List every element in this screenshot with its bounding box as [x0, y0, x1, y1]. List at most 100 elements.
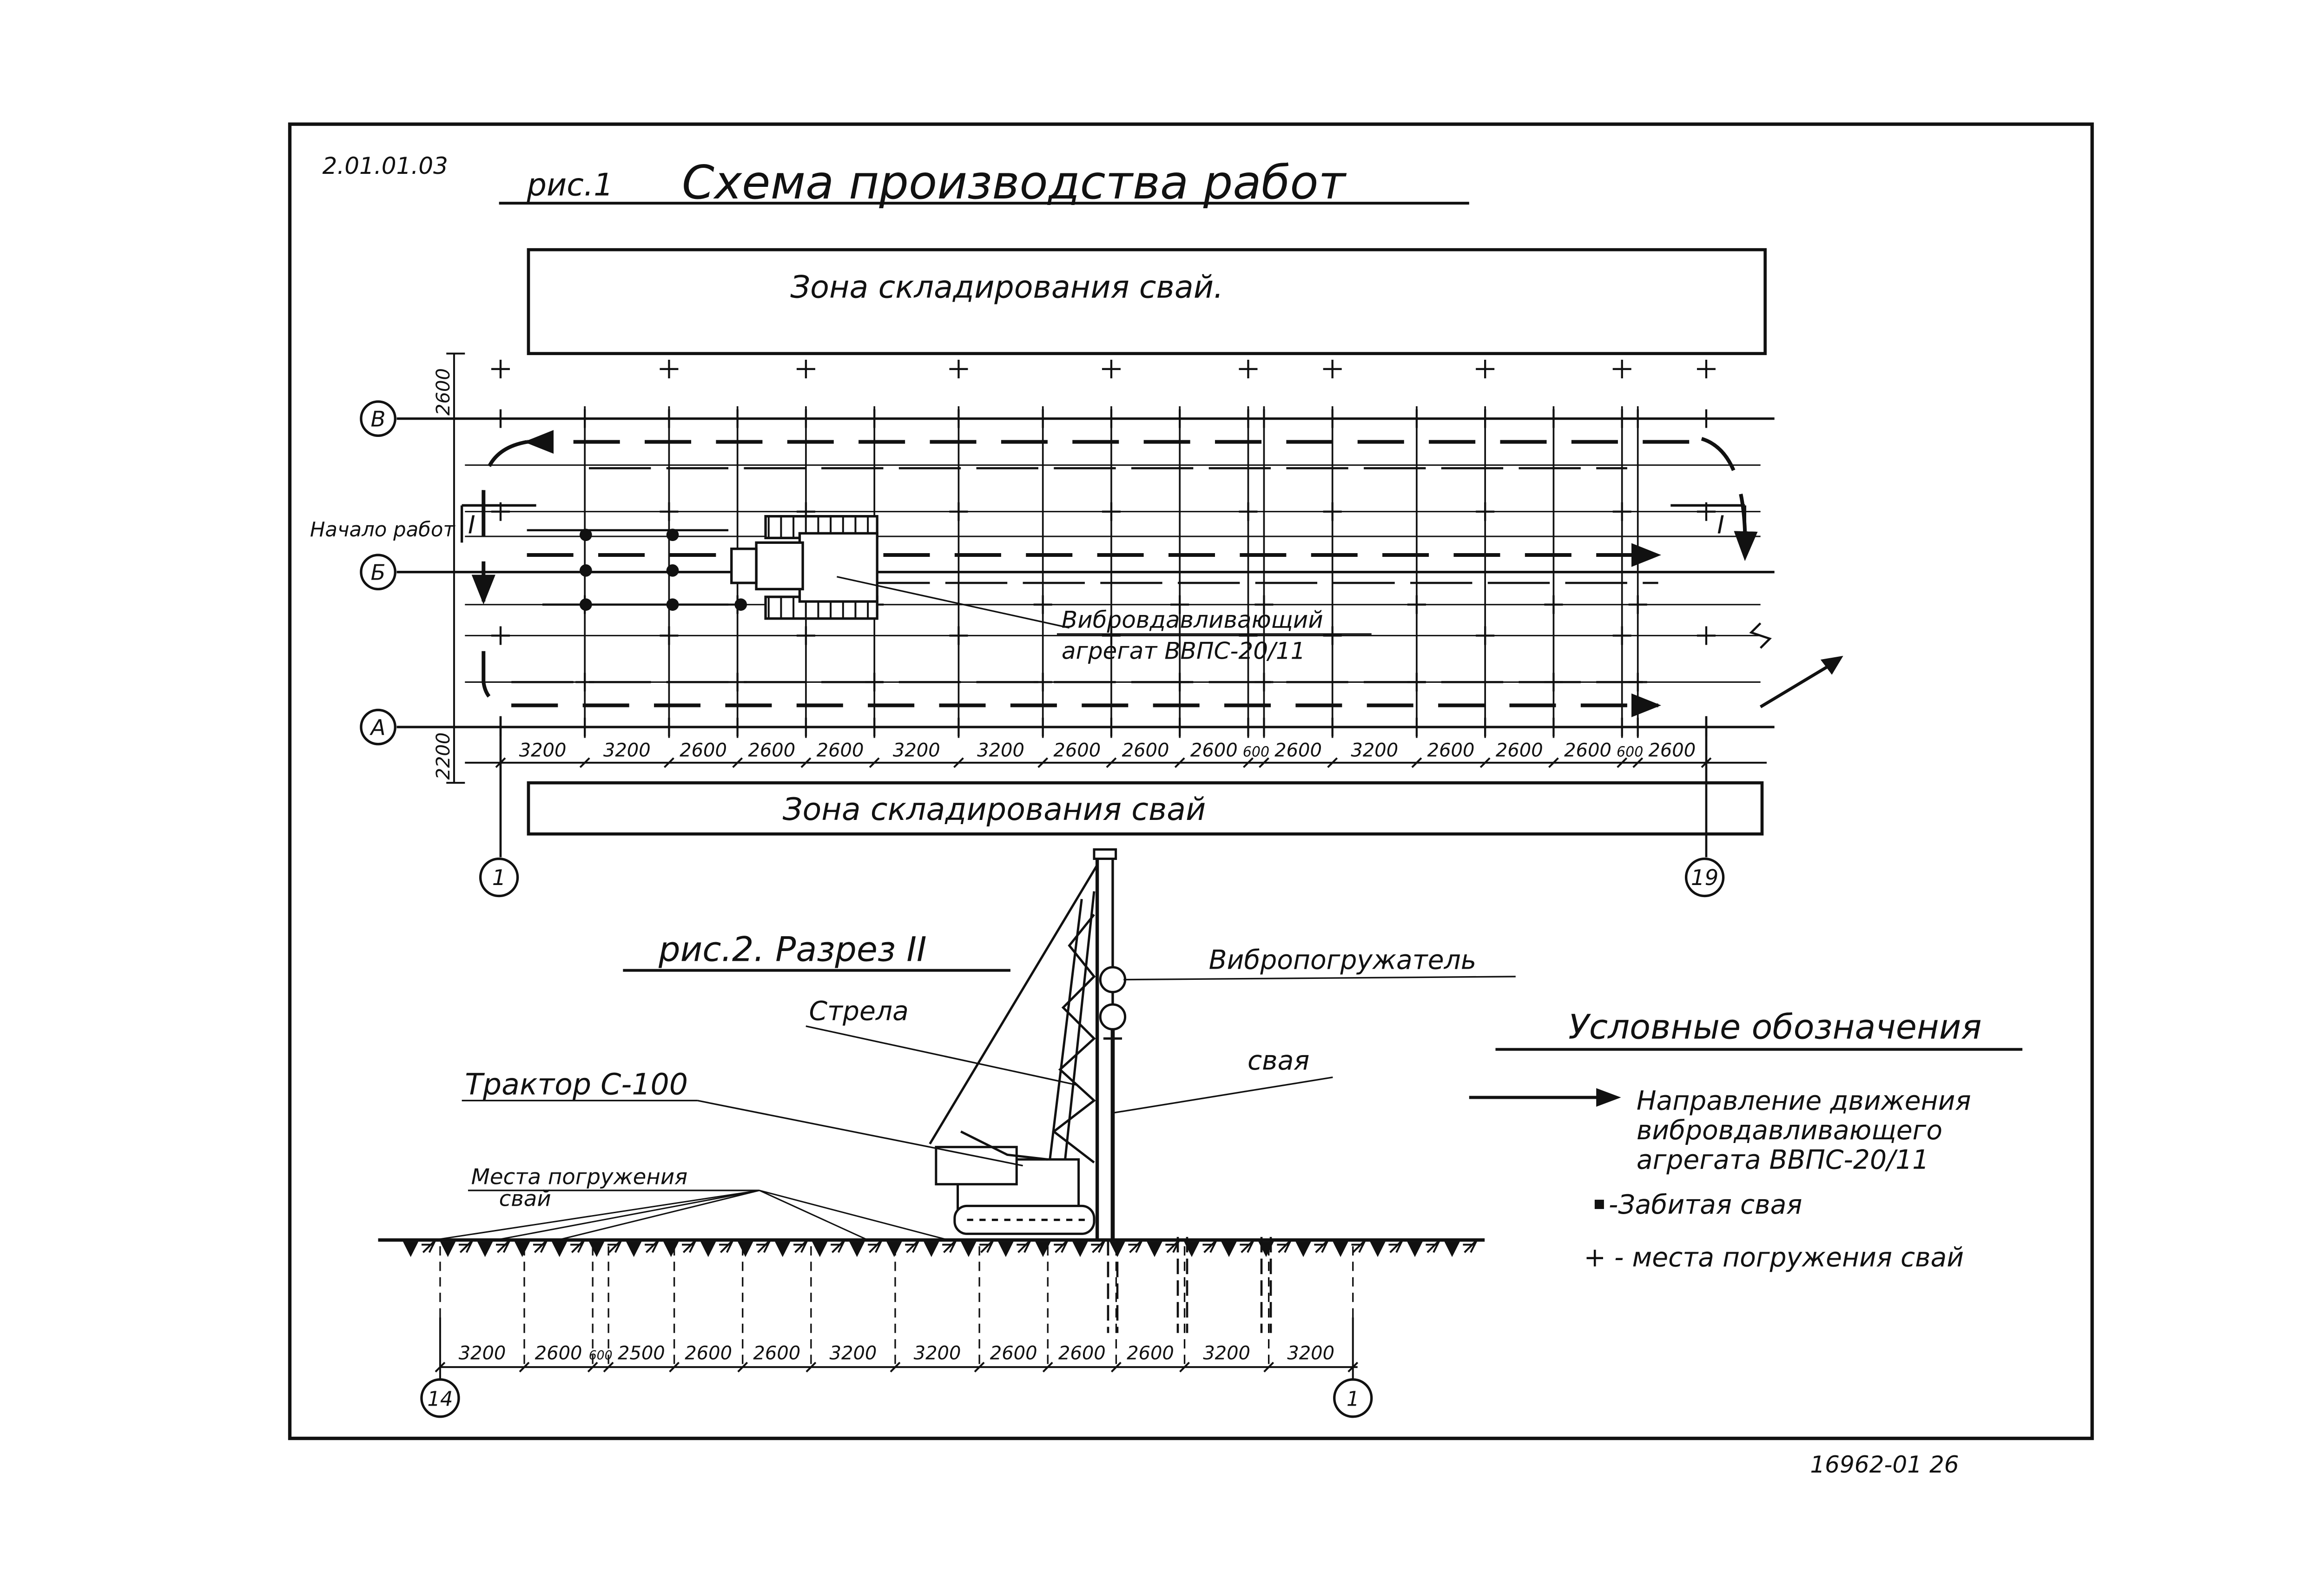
section-span-label: 600 — [589, 1348, 613, 1362]
plan-span-label: 2600 — [1190, 740, 1238, 761]
pile-shaft — [1176, 1237, 1188, 1333]
axis-marker-col-19-label: 19 — [1691, 865, 1718, 891]
plan-span-label: 2600 — [680, 740, 727, 761]
fig2-caption: рис.2. Разрез II — [658, 930, 927, 970]
places-label-line1: Места погружения — [471, 1165, 688, 1190]
tractor-label: Трактор С-100 — [465, 1067, 688, 1101]
pile-place-cross — [728, 673, 747, 692]
dimension-tick — [1617, 757, 1628, 768]
axis-marker-col-1-label: 1 — [492, 865, 506, 891]
dimension-tick — [664, 757, 674, 768]
plan-span-label: 2600 — [1122, 740, 1169, 761]
top-storage-zone — [527, 248, 1767, 355]
soil-hatch — [1035, 1239, 1069, 1257]
plan-span-label: 3200 — [1351, 740, 1398, 761]
dimension-tick — [1259, 757, 1269, 768]
section-mark-right-label: I — [1717, 510, 1724, 539]
pile-place-cross — [1102, 502, 1121, 521]
column-axes — [499, 716, 1708, 858]
dimension-tick — [1411, 757, 1422, 768]
pile-shafts — [1107, 1237, 1272, 1333]
places-leaders — [434, 1189, 949, 1241]
legend-direction-line3: агрегата ВВПС-20/11 — [1637, 1144, 1929, 1175]
axis-marker-v-label: В — [371, 407, 386, 432]
plan-span-label: 600 — [1617, 744, 1643, 760]
pile-place-cross — [1544, 595, 1563, 614]
soil-hatch — [886, 1239, 920, 1257]
section-axis-right: 1 — [1333, 1317, 1373, 1418]
soil-hatch — [849, 1239, 883, 1257]
pile-place-cross — [1612, 502, 1631, 521]
dimension-tick — [890, 1361, 901, 1373]
legend-direction-line1: Направление движения — [1637, 1086, 1971, 1116]
pile-place-cross — [796, 626, 815, 645]
axis-marker-b: Б — [360, 554, 396, 591]
pile-place-cross — [1239, 359, 1258, 378]
legend-driven-pile: -Забитая свая — [1609, 1189, 1802, 1220]
dimension-tick — [800, 757, 812, 768]
soil-hatch — [998, 1239, 1032, 1257]
fig1-caption-prefix: рис.1 — [527, 167, 614, 203]
legend-title: Условные обозначения — [1568, 1007, 1981, 1047]
pile-place-cross — [1323, 359, 1342, 378]
pile-places — [491, 359, 1716, 737]
row-dimension-line — [446, 352, 465, 784]
dimension-tick — [1179, 1361, 1190, 1373]
plan-span-label: 3200 — [893, 740, 940, 761]
crane-boom — [929, 864, 1098, 1145]
soil-hatch — [961, 1239, 995, 1257]
section-span-label: 2600 — [990, 1342, 1037, 1364]
section-axis-left-label: 14 — [427, 1388, 453, 1411]
soil-hatch — [1333, 1239, 1367, 1257]
soil-hatch — [403, 1239, 436, 1257]
machine-label-line2: агрегат ВВПС-20/11 — [1062, 637, 1306, 664]
plan-span-label: 3200 — [603, 740, 651, 761]
soil-hatch — [1258, 1239, 1292, 1257]
fig1-caption-title: Схема производства работ — [682, 155, 1347, 210]
section-span-label: 3200 — [830, 1342, 877, 1364]
pile-place-cross — [1697, 626, 1716, 645]
soil-hatch — [1184, 1239, 1218, 1257]
pile-shaft — [1260, 1237, 1272, 1333]
pile-place-cross — [1033, 595, 1052, 614]
section-mark-right — [1670, 504, 1746, 546]
pile-place-cross — [796, 359, 815, 378]
soil-hatch — [551, 1239, 585, 1257]
dimension-tick — [1327, 757, 1338, 768]
soil-hatch — [1221, 1239, 1255, 1257]
dimension-tick — [1263, 1361, 1274, 1373]
plan-span-label: 2600 — [1496, 740, 1543, 761]
pile-place-cross — [660, 626, 679, 645]
soil-hatch — [1295, 1239, 1329, 1257]
section-span-label: 2600 — [1127, 1342, 1174, 1364]
pile-place-cross — [949, 626, 968, 645]
legend-direction-line2: вибровдавливающего — [1637, 1115, 1942, 1146]
vibro-driver-leader — [1123, 976, 1516, 981]
vibro-driver-bottom — [1099, 1003, 1127, 1031]
fig1-caption: рис.1 Схема производства работ — [499, 155, 1469, 210]
driven-pile — [666, 598, 679, 611]
dimension-tick — [603, 1361, 614, 1373]
dimension-tick — [1548, 757, 1559, 768]
pile-place-cross — [1239, 626, 1258, 645]
driven-pile — [579, 564, 592, 577]
section-span-label: 2600 — [535, 1342, 582, 1364]
plan-span-label: 2600 — [817, 740, 864, 761]
path-right-turn — [1701, 437, 1758, 561]
plan-span-label: 2600 — [1427, 740, 1475, 761]
break-symbol — [1749, 622, 1772, 649]
axis-marker-col-1: 1 — [479, 857, 519, 898]
pile-place-cross — [1476, 359, 1495, 378]
soil-hatch — [477, 1239, 511, 1257]
section-span-label: 3200 — [914, 1342, 961, 1364]
pile-place-cross — [1102, 359, 1121, 378]
legend-pile-places: + - места погружения свай — [1584, 1242, 1964, 1273]
section-mark-left-label: I — [468, 510, 475, 539]
soil-hatch — [1109, 1239, 1143, 1257]
pile-place-cross — [1697, 359, 1716, 378]
pile-place-cross — [1323, 626, 1342, 645]
driven-pile — [579, 598, 592, 611]
section-axis-right-label: 1 — [1347, 1388, 1360, 1411]
